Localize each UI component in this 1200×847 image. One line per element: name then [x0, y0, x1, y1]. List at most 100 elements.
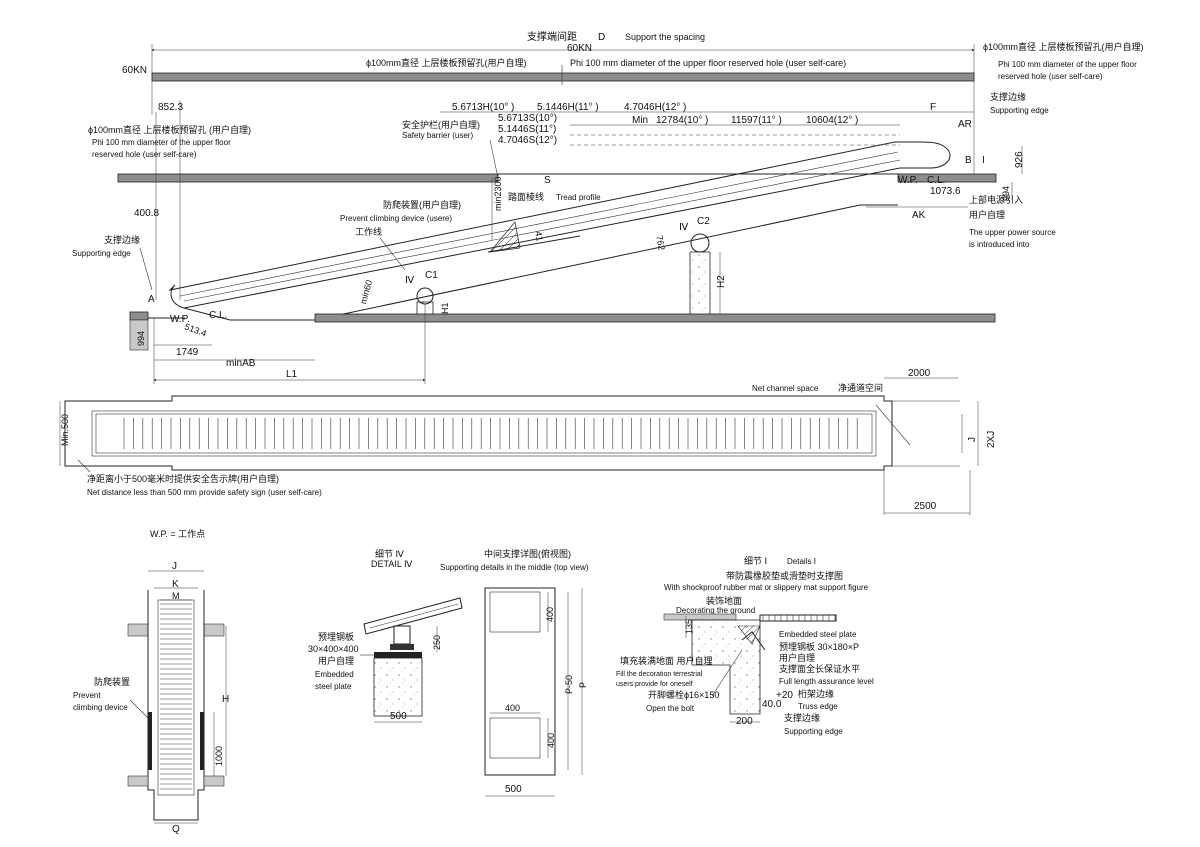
section-view: 支撑端间距 D Support the spacing 60KN 60KN ϕ1… [72, 30, 1144, 384]
detail-i-truss-cn: 桁架边缘 [798, 688, 834, 699]
detail-i-mat-en: With shockproof rubber mat or slippery m… [664, 583, 869, 592]
detail-i-bolt-cn: 开脚螺栓ϕ16×150 [648, 689, 719, 700]
min-11: 11597(11° ) [731, 115, 782, 126]
detail-iv-dim-250: 250 [432, 635, 442, 650]
climb-cn: 防爬装置(用户自理) [383, 199, 461, 210]
cs-dim-m: M [172, 591, 180, 601]
upper-support-beam [151, 72, 975, 82]
cs-climb-en1: Prevent [73, 691, 101, 700]
wp-left: W.P. [170, 314, 190, 325]
detail-i-level-cn: 支撑面全长保证水平 [779, 663, 860, 674]
detail-i: 细节 Ⅰ Details Ⅰ 带防震橡胶垫或滑垫时支撑图 With shockp… [616, 555, 874, 736]
cs-climb-cn: 防爬装置 [94, 676, 130, 687]
height-h12: 4.7046H(12° ) [624, 102, 686, 113]
detail-iv-dim-500: 500 [390, 711, 407, 722]
label-f: F [930, 102, 936, 113]
upper-hole-right-cn: ϕ100mm直径 上层楼板预留孔(用户自理) [983, 41, 1144, 52]
s-12: 4.7046S(12°) [498, 135, 557, 146]
detail-i-mat-cn: 带防震橡胶垫或滑垫时支撑图 [726, 570, 843, 581]
label-s: S [544, 175, 551, 186]
middle-support-title-en: Supporting details in the middle (top vi… [440, 563, 589, 572]
dim-926: 926 [1014, 151, 1025, 168]
dim-l1: L1 [286, 369, 298, 380]
escalator-truss [168, 141, 951, 309]
cross-section: W.P. = 工作点 J K M H 1000 Q 防爬装置 Prevent c… [73, 528, 229, 835]
dim-513: 513.4 [183, 322, 208, 339]
support-edge-right-cn: 支撑边缘 [990, 91, 1026, 102]
dim-h1: H1 [440, 302, 450, 314]
support-edge-left-cn: 支撑边缘 [104, 234, 140, 245]
cross-section-steps [160, 603, 192, 790]
detail-iv-embedded-en1: Embedded [315, 670, 354, 679]
middle-dim-400-bot: 400 [546, 733, 556, 748]
support-edge-right-en: Supporting edge [990, 106, 1049, 115]
support-spacing-en: Support the spacing [625, 32, 705, 42]
label-b: B [965, 155, 972, 166]
cs-dim-j: J [172, 561, 177, 572]
net-cn: 净通道空间 [838, 382, 883, 393]
support-edge-left-en: Supporting edge [72, 249, 131, 258]
middle-support-top-view: 中间支撑详图(俯视图) Supporting details in the mi… [440, 548, 589, 797]
min-12: 10604(12° ) [806, 115, 858, 126]
s-11: 5.1446S(11°) [498, 124, 556, 135]
support-c2-column [689, 251, 711, 317]
barrier-en: Safety barrier (user) [402, 131, 473, 140]
detail-iv-user-cn: 用户自理 [318, 655, 354, 666]
upper-floor-slab [117, 173, 499, 183]
support-spacing-d: D [598, 32, 605, 43]
cl-right: C.L. [927, 175, 945, 186]
tread-cn: 踏面棱线 [508, 191, 544, 202]
dim-762: 762 [654, 235, 666, 252]
cs-dim-1000: 1000 [214, 746, 224, 766]
net-en: Net channel space [752, 384, 819, 393]
detail-i-dim-40: 40.0 [762, 699, 782, 710]
detail-iv-title-en: DETAIL Ⅳ [371, 559, 413, 569]
detail-i-user-cn: 用户自理 [779, 652, 815, 663]
middle-dim-400-mid: 400 [505, 703, 520, 713]
s-10: 5.6713S(10°) [498, 113, 557, 124]
middle-dim-400-top: 400 [545, 607, 555, 622]
middle-support-title-cn: 中间支撑详图(俯视图) [484, 548, 571, 559]
height-h10: 5.6713H(10° ) [452, 102, 514, 113]
detail-iv-plate [374, 652, 422, 658]
detail-i-deco-en: Decorating the ground [676, 606, 755, 615]
work-line-cn: 工作线 [355, 226, 382, 237]
power-cn: 上部电源引入 [969, 194, 1023, 205]
dim-1749: 1749 [176, 347, 199, 358]
detail-i-fill-en2: users provide for oneself [616, 681, 693, 688]
dim-852: 852.3 [158, 102, 183, 113]
label-ar: AR [958, 119, 972, 130]
label-c1: C1 [425, 270, 438, 281]
detail-i-bolt-en: Open the bolt [646, 704, 695, 713]
dim-994-right: 994 [1001, 186, 1011, 201]
upper-hole-left-en2: reserved hole (user self-care) [92, 150, 197, 159]
detail-iv-embedded-en2: steel plate [315, 682, 352, 691]
min-ab: minAB [226, 358, 256, 369]
detail-i-title-en: Details Ⅰ [787, 557, 816, 566]
load-top: 60KN [567, 43, 592, 54]
upper-hole-left-en1: Phi 100 mm diameter of the upper floor [92, 138, 231, 147]
cl-left: C.L. [209, 310, 227, 321]
cs-climb-en2: climbing device [73, 703, 128, 712]
detail-i-steel-en: Embedded steel plate [779, 630, 857, 639]
min-10: 12784(10° ) [656, 115, 708, 126]
dim-1073: 1073.6 [930, 186, 961, 197]
min60: min60 [358, 279, 374, 305]
dim-400-8: 400.8 [134, 208, 159, 219]
cs-dim-q: Q [172, 824, 180, 835]
detail-i-dim-200: 200 [736, 716, 753, 727]
support-spacing-cn: 支撑端间距 [527, 30, 577, 43]
detail-i-level-en: Full length assurance level [779, 677, 874, 686]
detail-iv-plate-cn: 预埋钢板 [318, 631, 354, 642]
dim-h2: H2 [716, 275, 727, 288]
label-ak: AK [912, 210, 926, 221]
dim-994-left: 994 [136, 331, 146, 346]
label-iv-c2: Ⅳ [679, 222, 689, 233]
plan-steps [123, 418, 858, 449]
upper-hole-center-cn: ϕ100mm直径 上层楼板预留孔(用户自理) [366, 57, 527, 68]
climbing-device-right [200, 712, 204, 770]
detail-iv-title-cn: 细节 Ⅳ [375, 548, 405, 559]
detail-i-truss-en: Truss edge [798, 702, 838, 711]
wp-right: W.P. [898, 175, 918, 186]
plan-view: 2000 Net channel space 净通道空间 J 2XJ Min.5… [59, 368, 997, 515]
